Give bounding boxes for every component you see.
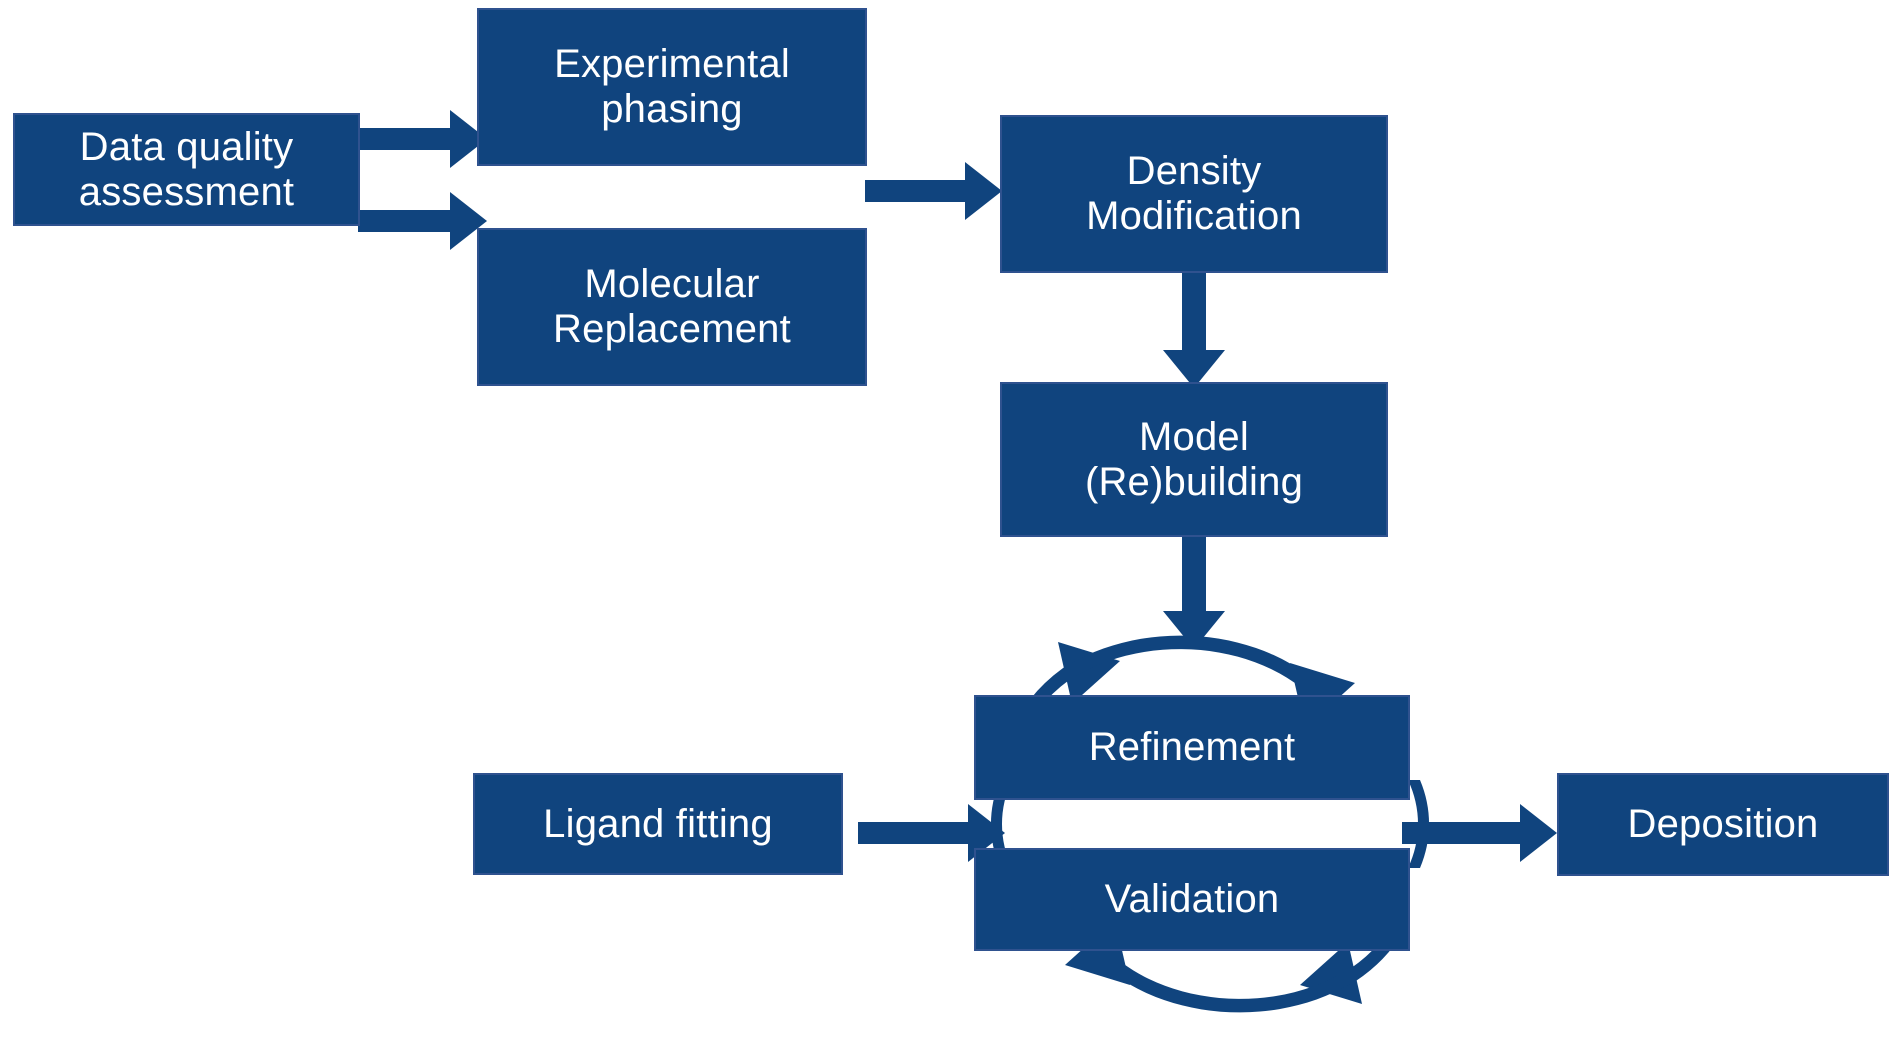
node-experimental-phasing[interactable]: Experimental phasing <box>477 8 867 166</box>
node-refinement[interactable]: Refinement <box>974 695 1410 800</box>
node-molecular-replacement[interactable]: Molecular Replacement <box>477 228 867 386</box>
node-validation[interactable]: Validation <box>974 848 1410 951</box>
refinement-validation-cycle-arrows <box>990 635 1430 1013</box>
node-deposition[interactable]: Deposition <box>1557 773 1889 876</box>
node-model-rebuilding[interactable]: Model (Re)building <box>1000 382 1388 537</box>
node-ligand-fitting[interactable]: Ligand fitting <box>473 773 843 875</box>
node-data-quality-assessment[interactable]: Data quality assessment <box>13 113 360 226</box>
node-density-modification[interactable]: Density Modification <box>1000 115 1388 273</box>
